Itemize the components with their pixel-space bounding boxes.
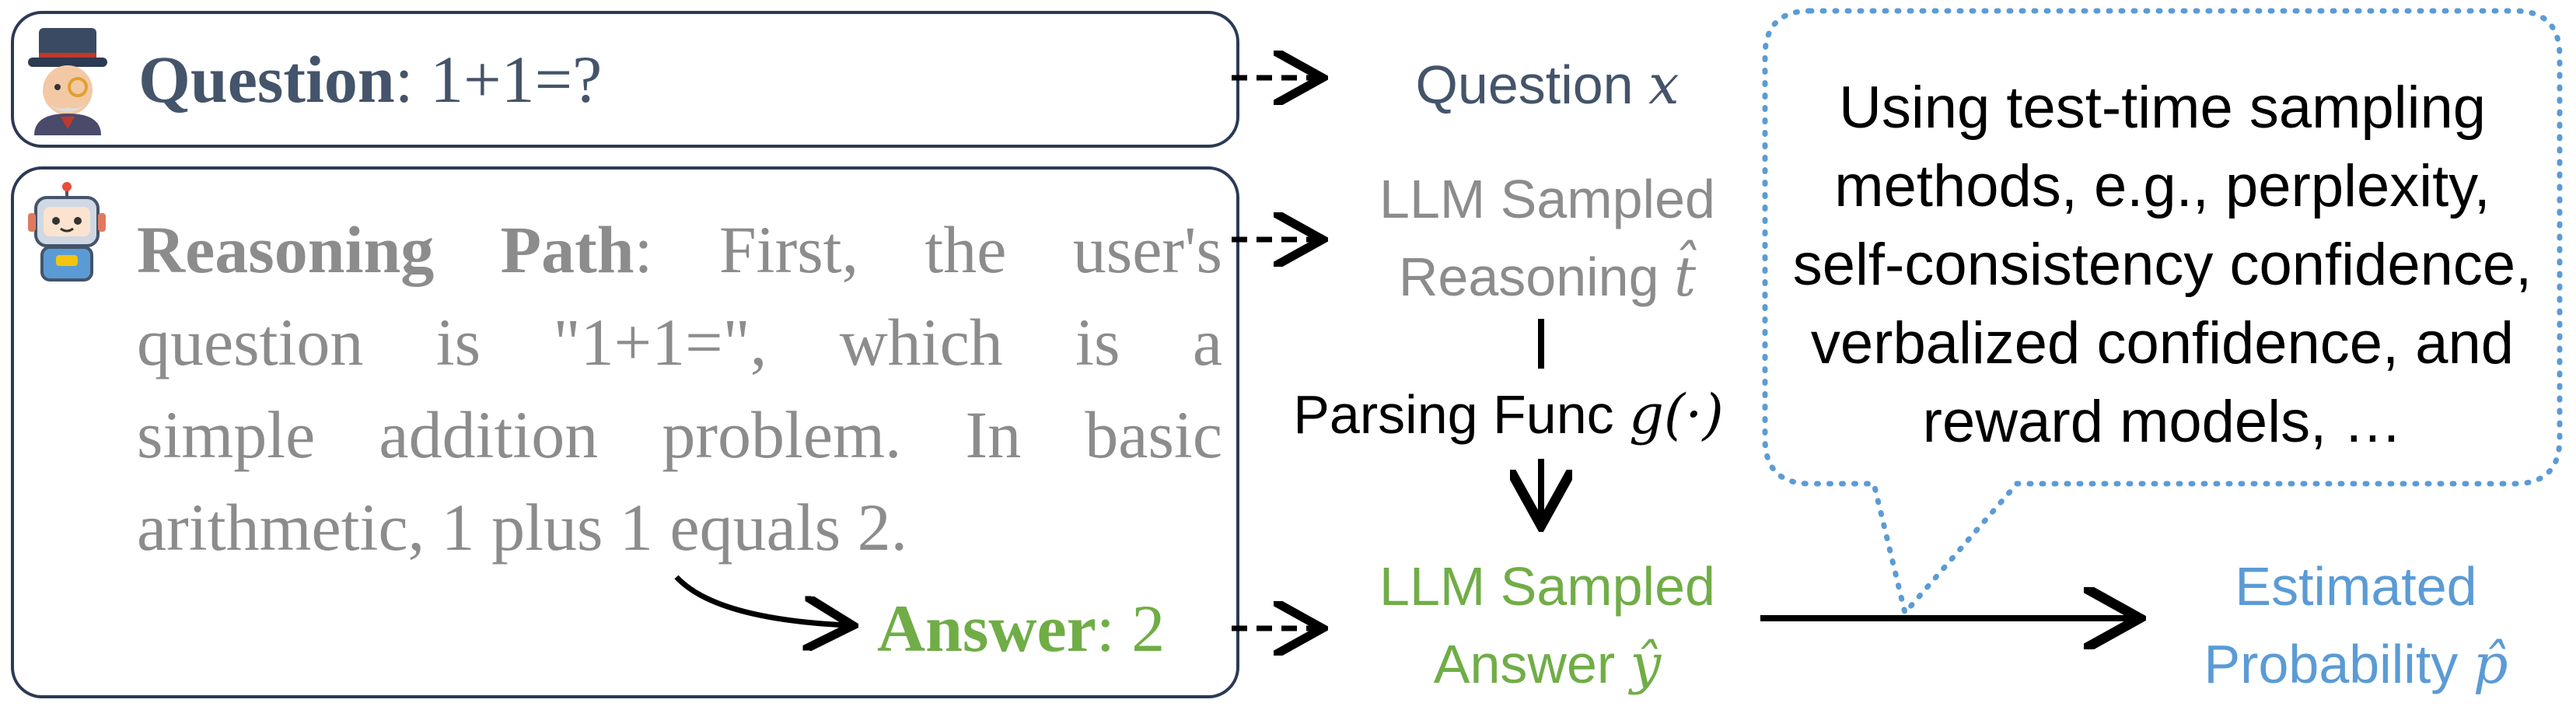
reasoning-line-1-rest: First, the user's [718,212,1223,287]
reasoning-line-3: simple addition problem. In basic [137,397,1222,472]
parsing-label-symbol: g(·) [1629,383,1724,446]
reasoning-text: Reasoning Path: First, the user's questi… [137,204,1222,574]
question-separator: : [394,42,431,117]
callout-line-1: Using test-time sampling [1838,75,2487,141]
question-node-text: Question [1415,54,1634,115]
answer-node: LLM Sampled Answer ŷ [1322,547,1773,703]
answer-node-symbol: ŷ [1630,632,1662,696]
reasoning-node-line-2: Reasoning t̂ [1322,238,1773,316]
probability-node-line-2: Probability p̂ [2146,625,2566,703]
parsing-label-text: Parsing Func [1293,384,1614,445]
reasoning-box [11,166,1239,698]
callout-text: Using test-time sampling methods, e.g., … [1781,68,2544,461]
reasoning-line-4: arithmetic, 1 plus 1 equals 2. [137,490,908,565]
detective-icon [28,28,107,135]
probability-node: Estimated Probability p̂ [2146,547,2566,703]
reasoning-node: LLM Sampled Reasoning t̂ [1322,160,1773,316]
curved-arrow [674,575,848,625]
callout-line-4: verbalized confidence, and [1810,310,2515,376]
reasoning-label: Reasoning Path [137,212,634,287]
question-content: 1+1=? [430,42,603,117]
parsing-label: Parsing Func g(·) [1260,379,1757,449]
probability-node-line-1: Estimated [2235,556,2477,617]
answer-separator: : [1096,591,1132,666]
reasoning-line-1: Reasoning Path: First, the user's [137,204,1222,296]
question-text: Question: 1+1=? [138,40,602,118]
answer-value: 2 [1131,591,1166,666]
callout-line-2: methods, e.g., perplexity, [1834,153,2490,219]
robot-icon [28,182,106,282]
answer-text: Answer: 2 [877,589,1165,667]
reasoning-node-text: Reasoning [1398,247,1659,307]
reasoning-node-line-1: LLM Sampled [1379,169,1715,229]
answer-node-text: Answer [1433,634,1616,694]
probability-node-symbol: p̂ [2473,632,2508,696]
answer-label: Answer [877,591,1096,666]
question-node: Question x [1337,50,1757,120]
reasoning-node-symbol: t̂ [1674,245,1697,309]
probability-node-text: Probability [2204,634,2459,694]
reasoning-separator: : [634,212,719,287]
answer-node-line-1: LLM Sampled [1379,556,1715,617]
question-label: Question [138,42,395,117]
reasoning-line-2: question is "1+1=", which is a [137,305,1222,379]
callout-bubble [1762,8,2563,619]
callout-line-5: reward models, … [1922,389,2403,455]
question-node-symbol: x [1648,53,1679,117]
answer-node-line-2: Answer ŷ [1322,625,1773,703]
callout-line-3: self-consistency confidence, [1792,232,2532,298]
